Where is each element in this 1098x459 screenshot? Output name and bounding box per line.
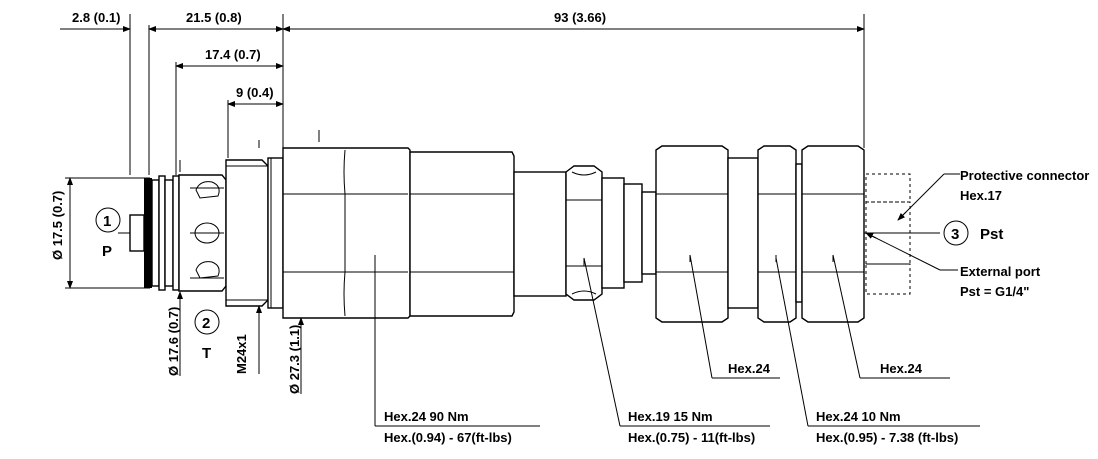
dim-2-8: 2.8 (0.1) <box>72 10 120 25</box>
torque-3-metric: Hex.24 10 Nm <box>816 409 901 424</box>
torque-1-imperial: Hex.(0.94) - 67(ft-lbs) <box>384 430 512 445</box>
protective-connector-label: Protective connector <box>960 168 1089 183</box>
dim-9: 9 (0.4) <box>236 85 274 100</box>
port-3-circle <box>943 220 969 246</box>
torque-2-imperial: Hex.(0.75) - 11(ft-lbs) <box>628 430 755 445</box>
callout-texts: Protective connector Hex.17 External por… <box>384 168 1089 445</box>
torque-1-metric: Hex.24 90 Nm <box>384 409 469 424</box>
port-2-circle <box>194 309 220 335</box>
port-2-number: 2 <box>202 315 210 332</box>
port-1-name: P <box>102 243 112 260</box>
port-3-name: Pst <box>980 226 1003 243</box>
top-dimensions: 2.8 (0.1) 21.5 (0.8) 93 (3.66) 17.4 (0.7… <box>60 10 865 175</box>
port-labels: 1 P 2 T 3 Pst <box>95 207 1003 362</box>
dim-dia-17-5: Ø 17.5 (0.7) <box>50 191 65 260</box>
dim-17-4: 17.4 (0.7) <box>205 47 261 62</box>
callout-leaders <box>374 173 980 427</box>
external-port-thread: Pst = G1/4" <box>960 284 1029 299</box>
dim-93: 93 (3.66) <box>554 10 606 25</box>
protective-connector-hex: Hex.17 <box>960 188 1002 203</box>
port-3-number: 3 <box>951 226 959 243</box>
external-port-label: External port <box>960 264 1041 279</box>
port-1-circle <box>95 207 121 233</box>
torque-3-imperial: Hex.(0.95) - 7.38 (ft-lbs) <box>816 430 958 445</box>
torque-2-metric: Hex.19 15 Nm <box>628 409 713 424</box>
dim-dia-27-3: Ø 27.3 (1.1) <box>287 325 302 394</box>
left-diameter-dim: Ø 17.5 (0.7) <box>50 177 150 289</box>
hex24-label-a: Hex.24 <box>728 361 771 376</box>
thread-m24: M24x1 <box>234 334 249 374</box>
lower-dims: Ø 17.6 (0.7) M24x1 Ø 27.3 (1.1) <box>166 291 304 394</box>
dim-21-5: 21.5 (0.8) <box>186 10 242 25</box>
port-2-name: T <box>202 345 211 362</box>
valve-body <box>129 130 911 323</box>
port-1-number: 1 <box>103 213 111 230</box>
dim-dia-17-6: Ø 17.6 (0.7) <box>166 307 181 376</box>
hex24-label-b: Hex.24 <box>880 361 923 376</box>
